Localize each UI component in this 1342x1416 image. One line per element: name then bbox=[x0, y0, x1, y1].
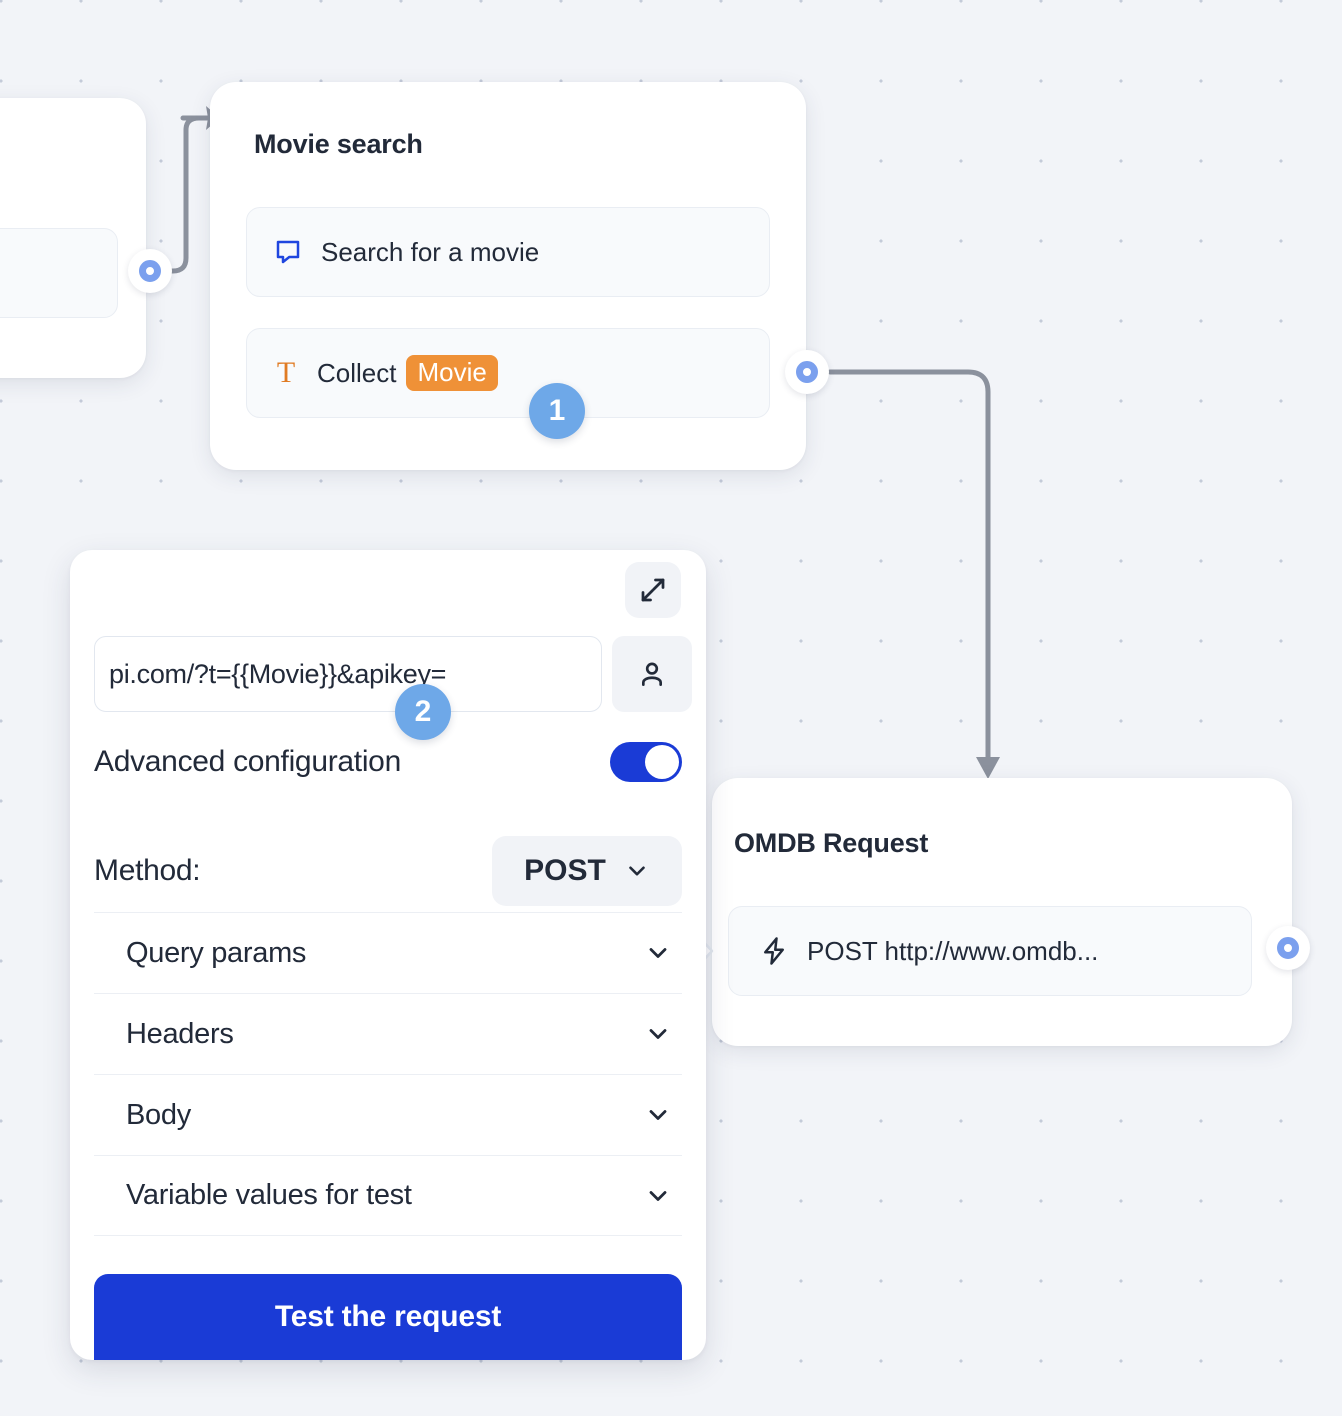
movie-search-node[interactable]: Movie search Search for a movie T Collec… bbox=[210, 82, 806, 470]
accordion-label: Headers bbox=[126, 1017, 234, 1050]
request-settings-panel: Advanced configuration Method: POST Quer… bbox=[70, 550, 706, 1360]
partial-node-card[interactable] bbox=[0, 98, 146, 378]
text-t-icon: T bbox=[276, 356, 296, 389]
variable-chip-movie[interactable]: Movie bbox=[406, 354, 498, 392]
step-badge-2: 2 bbox=[395, 684, 451, 740]
accordion-item-variable-values-for-test[interactable]: Variable values for test bbox=[94, 1155, 682, 1236]
connector-handle-omdb-output[interactable] bbox=[1266, 926, 1310, 970]
advanced-configuration-label: Advanced configuration bbox=[94, 745, 401, 778]
advanced-configuration-toggle[interactable] bbox=[610, 742, 682, 782]
node-row-label: Search for a movie bbox=[321, 236, 540, 267]
node-row-label-collect: Collect Movie bbox=[317, 354, 498, 392]
expand-diagonal-icon-button[interactable] bbox=[625, 562, 681, 618]
toggle-knob bbox=[645, 745, 679, 779]
node-row-collect[interactable]: T Collect Movie bbox=[246, 328, 770, 418]
method-label: Method: bbox=[94, 854, 201, 887]
connector-handle-left-node[interactable] bbox=[128, 249, 172, 293]
method-value: POST bbox=[524, 854, 606, 887]
step-badge-1: 1 bbox=[529, 383, 585, 439]
advanced-configuration-row: Advanced configuration bbox=[94, 742, 682, 782]
chevron-down-icon[interactable] bbox=[644, 1101, 672, 1129]
url-row bbox=[94, 636, 692, 712]
configuration-accordion: Query params Headers Body Variable value… bbox=[94, 912, 682, 1236]
chevron-down-icon bbox=[629, 866, 645, 876]
movie-search-title: Movie search bbox=[254, 129, 423, 159]
chevron-down-icon[interactable] bbox=[644, 939, 672, 967]
accordion-item-body[interactable]: Body bbox=[94, 1074, 682, 1155]
partial-node-row bbox=[0, 228, 118, 318]
accordion-label: Query params bbox=[126, 936, 307, 969]
method-row: Method: POST bbox=[94, 836, 682, 906]
accordion-label: Body bbox=[126, 1098, 191, 1131]
user-icon-button[interactable] bbox=[612, 636, 692, 712]
method-select[interactable]: POST bbox=[492, 836, 682, 906]
accordion-item-headers[interactable]: Headers bbox=[94, 993, 682, 1074]
test-the-request-button[interactable]: Test the request bbox=[94, 1274, 682, 1360]
chevron-down-icon[interactable] bbox=[644, 1182, 672, 1210]
collect-text: Collect bbox=[317, 357, 397, 388]
omdb-request-title: OMDB Request bbox=[734, 828, 929, 858]
node-row-search-for-a-movie[interactable]: Search for a movie bbox=[246, 207, 770, 297]
omdb-request-node[interactable]: OMDB Request POST http://www.omdb... bbox=[698, 778, 1292, 1046]
request-url-input[interactable] bbox=[94, 636, 602, 712]
node-row-label-post: POST http://www.omdb... bbox=[807, 935, 1099, 966]
expand-diagonal-icon bbox=[641, 578, 665, 602]
chevron-down-icon[interactable] bbox=[644, 1020, 672, 1048]
user-icon bbox=[642, 662, 662, 686]
node-row-post-request[interactable]: POST http://www.omdb... bbox=[728, 906, 1252, 996]
accordion-label: Variable values for test bbox=[126, 1179, 412, 1211]
connector-handle-movie-search-output[interactable] bbox=[785, 350, 829, 394]
lightning-bolt-icon bbox=[759, 936, 789, 966]
speech-bubble-icon bbox=[273, 237, 303, 267]
accordion-item-query-params[interactable]: Query params bbox=[94, 912, 682, 993]
